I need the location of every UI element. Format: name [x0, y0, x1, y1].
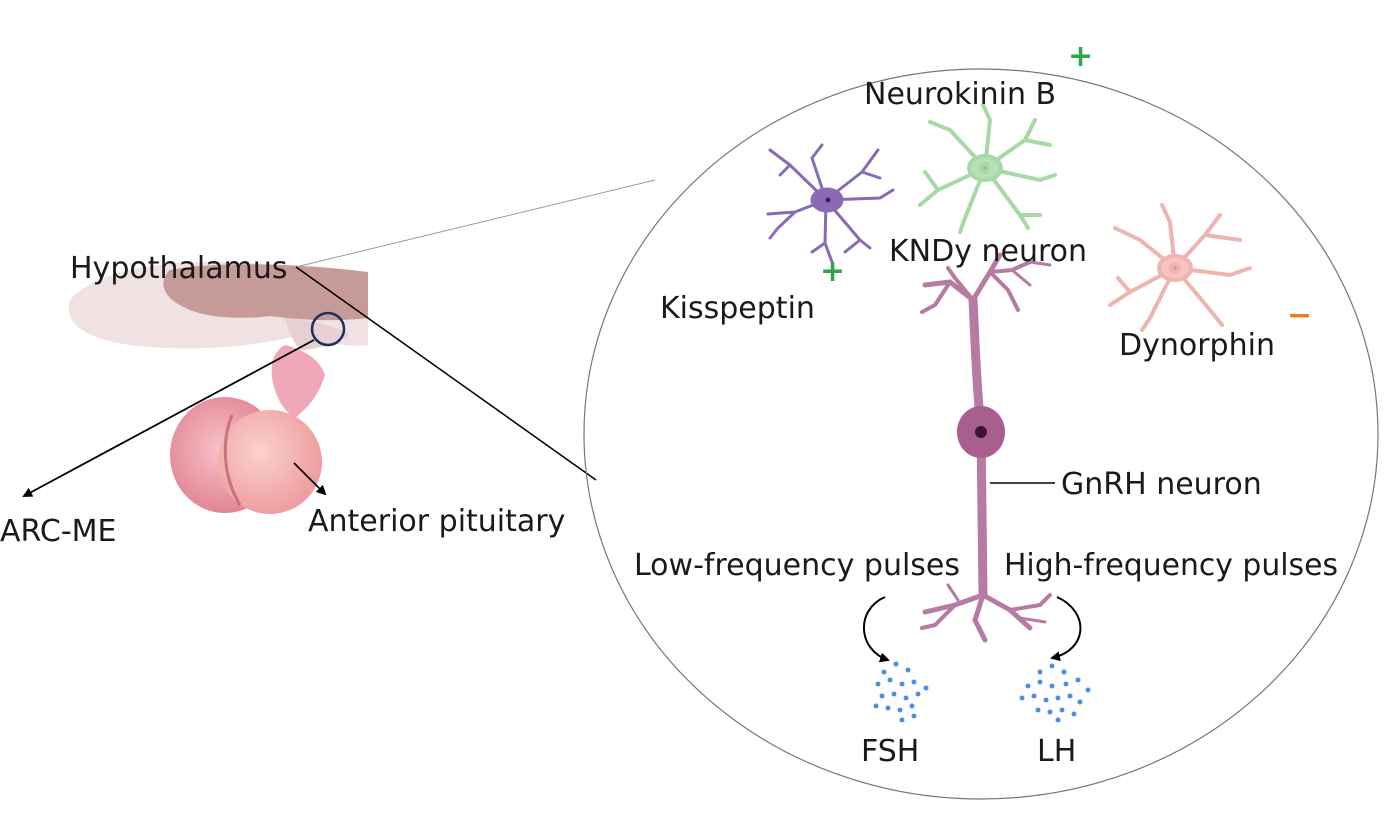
hypothalamus-label: Hypothalamus: [70, 251, 287, 286]
dynorphin-inhibitory-sign: −: [1287, 298, 1312, 333]
dynorphin-label: Dynorphin: [1119, 328, 1275, 363]
low-frequency-pulses-label: Low-frequency pulses: [634, 548, 960, 583]
kisspeptin-neuron-icon: [766, 143, 895, 264]
lh-molecule-cluster: [1019, 663, 1091, 723]
arc-me-label: ARC-ME: [0, 514, 116, 549]
zoom-circle: [583, 68, 1379, 800]
high-frequency-pulses-label: High-frequency pulses: [1004, 548, 1338, 583]
gnrh-neuron-icon: [920, 252, 1052, 643]
zoom-line-bottom: [295, 266, 597, 481]
high-frequency-curved-arrow: [1050, 596, 1082, 662]
anterior-pituitary-label: Anterior pituitary: [308, 504, 565, 539]
arc-me-arrow: [22, 339, 315, 497]
fsh-label: FSH: [861, 734, 919, 769]
neurokinin-b-stimulatory-sign: +: [1068, 39, 1093, 74]
kisspeptin-stimulatory-sign: +: [820, 254, 845, 289]
neurokinin-b-neuron-icon: [918, 103, 1057, 234]
anterior-pituitary-arrow: [293, 462, 327, 496]
kndy-neuron-label: KNDy neuron: [889, 234, 1087, 269]
low-frequency-curved-arrow: [862, 596, 890, 663]
neurokinin-b-label: Neurokinin B: [864, 77, 1056, 112]
fsh-molecule-cluster: [873, 661, 929, 723]
arc-me-circle-marker: [310, 311, 346, 347]
zoom-line-top: [295, 179, 656, 268]
hypothalamus-pituitary-illustration: [68, 262, 368, 514]
dynorphin-neuron-icon: [1108, 203, 1252, 332]
lh-label: LH: [1037, 734, 1076, 769]
gnrh-neuron-label: GnRH neuron: [1061, 467, 1262, 502]
kisspeptin-label: Kisspeptin: [660, 291, 815, 326]
